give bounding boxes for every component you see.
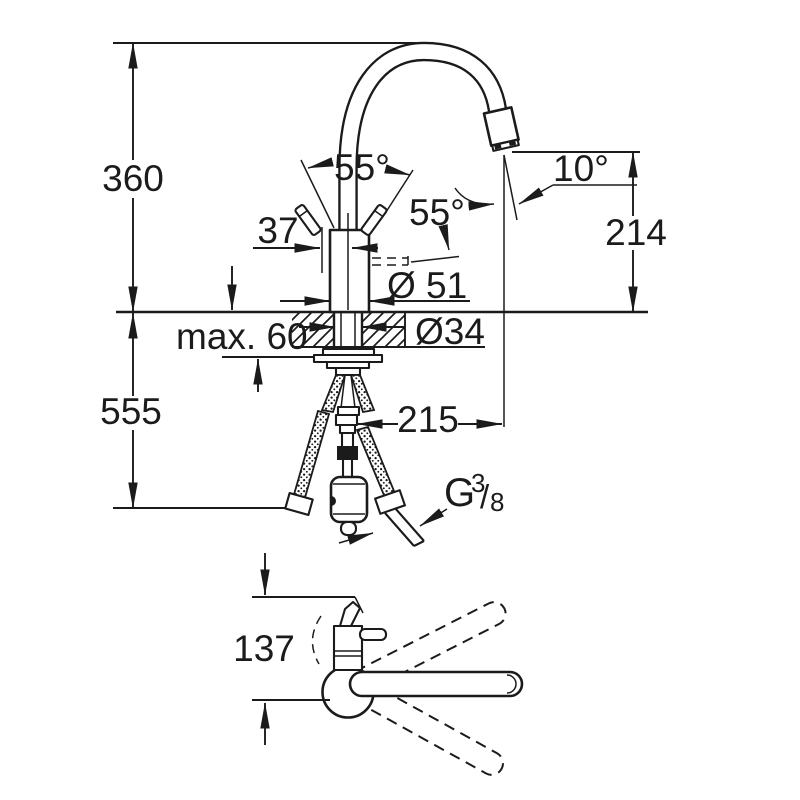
topview-swivel-dashed-lower — [347, 678, 505, 776]
dim-214-label: 214 — [605, 212, 667, 253]
dim-360: 360 — [102, 42, 164, 313]
dim-137-label: 137 — [233, 628, 295, 669]
handle-lever-left — [294, 204, 322, 236]
supply-hose-right — [355, 425, 425, 547]
dim-10-label: 10° — [553, 148, 609, 189]
angle-line-left — [300, 159, 335, 229]
hose-cone — [320, 374, 376, 414]
topview-spout — [348, 670, 524, 698]
dashed-lever-side — [368, 254, 409, 268]
topview-lever — [311, 600, 388, 672]
faucet-body — [328, 213, 371, 314]
dim-10-spray: 10° — [454, 148, 637, 211]
dim-555: 555 — [100, 312, 162, 509]
thread-numerator: 3 — [471, 468, 485, 498]
dim-55-handle: 55° — [300, 147, 414, 229]
pullout-hose-fitting — [334, 405, 361, 435]
weight-notch — [331, 496, 336, 506]
handle-lever-right — [360, 204, 388, 236]
dim-215: 215 — [356, 399, 503, 440]
dim-55-side-label: 55° — [409, 192, 465, 233]
dim-max60: max. 60 — [176, 266, 308, 392]
spray-nozzle-left — [494, 144, 502, 150]
spout-arc — [338, 41, 508, 233]
mounting-shank — [312, 312, 384, 377]
dim-o51: Ø 51 — [280, 265, 470, 306]
dim-o34-label: Ø34 — [415, 311, 485, 352]
dim-555-label: 555 — [100, 391, 162, 432]
spray-angle-line — [503, 154, 518, 221]
dim-g38: G 3 / 8 — [338, 468, 504, 545]
side-view: 360 555 — [100, 41, 667, 547]
angle-line-right — [385, 169, 414, 213]
dim-55-side: 55° — [368, 192, 465, 268]
dim-37-label: 37 — [257, 210, 298, 251]
dim-215-label: 215 — [397, 399, 459, 440]
thread-slash: / — [480, 478, 490, 515]
thread-denominator: 8 — [490, 487, 504, 517]
dim-55-label: 55° — [334, 147, 390, 188]
dim-37: 37 — [253, 210, 378, 273]
dim-max60-label: max. 60 — [176, 316, 308, 357]
topview-swivel-dashed-upper — [347, 601, 507, 695]
lever-swing-arc — [311, 615, 322, 665]
dim-o34: Ø34 — [299, 311, 485, 352]
top-view: 137 — [233, 553, 524, 776]
spray-nozzle-right — [508, 140, 517, 147]
pullout-hose-weight — [329, 433, 369, 537]
dim-o51-label: Ø 51 — [387, 265, 467, 306]
spray-head — [482, 106, 520, 152]
dim-360-label: 360 — [102, 158, 164, 199]
thread-letter: G — [444, 471, 475, 515]
dim-214: 214 — [605, 151, 667, 313]
supply-hose-left — [284, 409, 331, 516]
dim-137: 137 — [233, 553, 364, 745]
